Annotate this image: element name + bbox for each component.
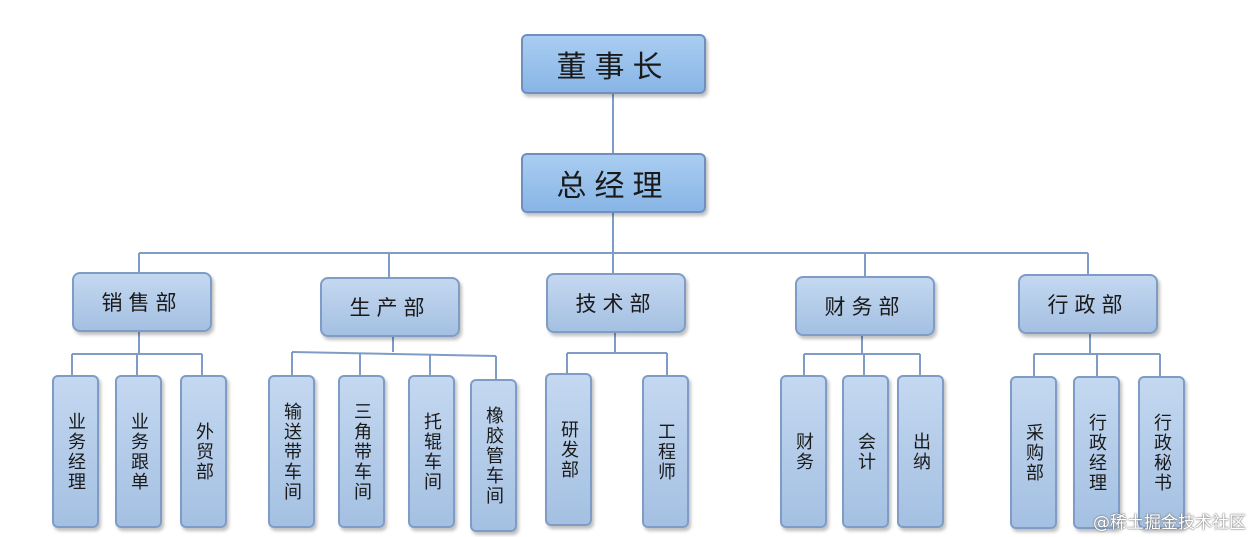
unit-engineer: 工程师 [642, 375, 689, 528]
unit-accounting: 会计 [842, 375, 889, 528]
dept-finance: 财务部 [795, 276, 935, 336]
chairman-box: 董事长 [521, 34, 706, 94]
dept-technology: 技术部 [546, 273, 686, 333]
unit-conveyor-belt-workshop: 输送带车间 [268, 375, 315, 528]
unit-finance: 财务 [780, 375, 827, 528]
unit-admin-secretary: 行政秘书 [1138, 376, 1185, 529]
watermark: @稀土掘金技术社区 [1093, 513, 1246, 533]
unit-rnd: 研发部 [545, 373, 592, 526]
unit-admin-manager: 行政经理 [1073, 376, 1120, 529]
unit-purchasing: 采购部 [1010, 376, 1057, 529]
unit-foreign-trade: 外贸部 [180, 375, 227, 528]
connector-line [291, 351, 497, 357]
unit-order-follow-up: 业务跟单 [115, 375, 162, 528]
dept-sales: 销售部 [72, 272, 212, 332]
dept-admin: 行政部 [1018, 274, 1158, 334]
unit-cashier: 出纳 [897, 375, 944, 528]
unit-business-manager: 业务经理 [52, 375, 99, 528]
dept-production: 生产部 [320, 277, 460, 337]
unit-v-belt-workshop: 三角带车间 [338, 375, 385, 528]
unit-rubber-hose-workshop: 橡胶管车间 [470, 379, 517, 532]
unit-idler-workshop: 托辊车间 [408, 375, 455, 528]
general-manager-box: 总经理 [521, 153, 706, 213]
